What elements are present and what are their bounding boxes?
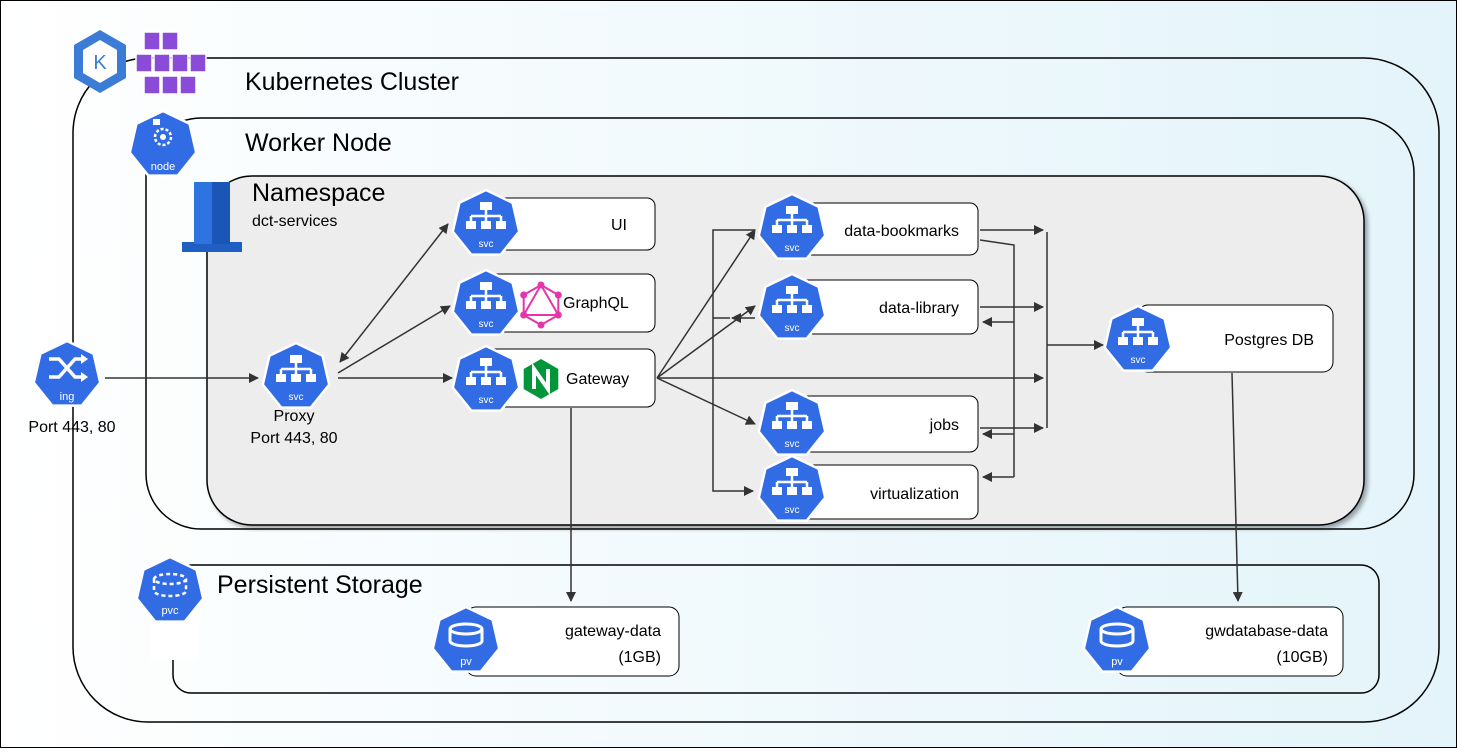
cluster-title: Kubernetes Cluster	[245, 68, 459, 96]
gateway-jobs-arrow	[656, 377, 756, 425]
data-library-svc-icon[interactable]: svc	[757, 272, 827, 340]
aks-kubernetes-icon: K	[74, 30, 207, 95]
gateway-data-pv-label: pv	[460, 656, 472, 668]
node-icon-label: node	[151, 161, 175, 173]
gateway-data-pv-icon[interactable]: pv	[431, 605, 501, 674]
namespace-subtitle: dct-services	[252, 213, 337, 230]
node-icon: node	[128, 109, 198, 177]
proxy-svc-icon[interactable]: svc	[261, 341, 331, 409]
gateway-service-label: Gateway	[566, 371, 629, 388]
ui-svc-icon-label: svc	[479, 239, 494, 250]
virtualization-svc-icon-label: svc	[785, 505, 800, 516]
gateway-svc-icon[interactable]: svc	[451, 344, 521, 412]
postgres-svc-icon-label: svc	[1131, 355, 1146, 366]
ingress-port-label: Port 443, 80	[28, 419, 115, 436]
gateway-svc-icon-label: svc	[479, 395, 494, 406]
data-bookmarks-label: data-bookmarks	[844, 223, 959, 240]
gateway-data-size: (1GB)	[618, 649, 661, 666]
data-bookmarks-svc-icon-label: svc	[785, 243, 800, 254]
left-bus-virtualization-arrow	[712, 229, 755, 496]
namespace-title: Namespace	[252, 179, 385, 207]
graphql-svc-icon-label: svc	[479, 319, 494, 330]
namespace-building-icon	[182, 182, 242, 252]
pvc-icon: pvc	[135, 555, 205, 623]
data-bookmarks-svc-icon[interactable]: svc	[757, 192, 827, 260]
gateway-bookmarks-arrow	[656, 229, 756, 379]
inner-return-bus	[979, 239, 1015, 477]
postgres-to-storage-arrow	[1231, 372, 1243, 602]
postgres-label: Postgres DB	[1224, 332, 1314, 349]
graphql-logo-icon	[520, 281, 562, 329]
jobs-svc-icon[interactable]: svc	[757, 388, 827, 456]
gwdatabase-data-size: (10GB)	[1276, 649, 1328, 666]
gwdatabase-data-pv-label: pv	[1111, 656, 1123, 668]
ui-svc-icon[interactable]: svc	[451, 188, 521, 256]
gwdatabase-data-name: gwdatabase-data	[1205, 623, 1328, 640]
persistent-storage-title: Persistent Storage	[217, 571, 423, 599]
worker-node-title: Worker Node	[245, 129, 392, 157]
gateway-data-name: gateway-data	[565, 623, 661, 640]
data-library-svc-icon-label: svc	[785, 323, 800, 334]
ingress-icon: ing	[32, 339, 102, 407]
svg-text:K: K	[93, 52, 107, 74]
connectors	[105, 223, 1243, 602]
proxy-label: Proxy	[274, 408, 315, 425]
virtualization-label: virtualization	[870, 486, 959, 503]
virtualization-svc-icon[interactable]: svc	[757, 454, 827, 522]
graphql-svc-icon[interactable]: svc	[451, 268, 521, 336]
jobs-svc-icon-label: svc	[785, 439, 800, 450]
ingress-icon-label: ing	[60, 391, 75, 403]
graphql-service-label: GraphQL	[563, 295, 629, 312]
namespace-container	[206, 175, 1365, 526]
pvc-icon-label: pvc	[161, 605, 179, 617]
jobs-label: jobs	[929, 417, 959, 434]
nginx-logo-icon	[523, 359, 559, 399]
ui-service-label: UI	[611, 217, 627, 234]
proxy-port-label: Port 443, 80	[250, 430, 337, 447]
proxy-graphql-arrow	[337, 305, 451, 374]
proxy-svc-icon-label: svc	[289, 392, 304, 403]
gwdatabase-data-pv-icon[interactable]: pv	[1082, 605, 1152, 674]
worker-node-container	[145, 117, 1415, 530]
proxy-ui-arrow	[339, 223, 449, 363]
postgres-svc-icon[interactable]: svc	[1103, 304, 1173, 372]
data-library-label: data-library	[879, 300, 959, 317]
